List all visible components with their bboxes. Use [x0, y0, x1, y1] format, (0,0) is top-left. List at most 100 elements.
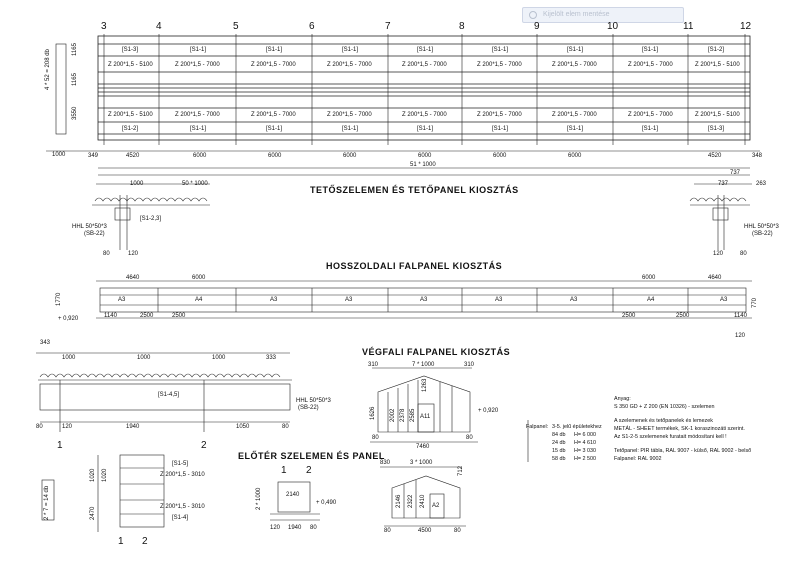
- purlin-tag: [S1-1]: [642, 126, 659, 132]
- section-title: TETŐSZELEMEN ÉS TETŐPANEL KIOSZTÁS: [310, 185, 519, 195]
- purlin-label: Z 200*1,5 - 5100: [108, 112, 153, 118]
- dimension-text: 7 * 1000: [412, 362, 435, 368]
- axis-label: 11: [683, 21, 694, 32]
- purlin-tag: [S1-4,5]: [158, 392, 180, 398]
- dimension-text: 2500: [622, 313, 636, 319]
- dimension-text: 6000: [192, 275, 206, 281]
- purlin-label: Z 200*1,5 - 5100: [108, 62, 153, 68]
- angle-label: (SB-22): [84, 231, 105, 237]
- dimension-text: 1020: [90, 468, 96, 482]
- level-mark: + 0,920: [58, 316, 79, 322]
- note-line: A szelemenek és tetőpanelek és lemezek: [614, 418, 713, 424]
- entry-purlin-plan: [41, 454, 165, 532]
- purlin-tag: [S1-1]: [417, 47, 434, 53]
- dimension-text: 1770: [56, 292, 62, 306]
- dimension-text: 1263: [422, 378, 428, 392]
- purlin-label: Z 200*1,5 - 7000: [175, 62, 220, 68]
- angle-label: HHL 50*50*3: [744, 224, 779, 230]
- dimension-text: 6000: [418, 153, 432, 159]
- note-line: Anyag:: [614, 396, 631, 402]
- end-wall-elevation: [370, 367, 478, 443]
- dimension-text: 80: [384, 528, 391, 534]
- purlin-tag: [S1-1]: [567, 126, 584, 132]
- axis-label: 1: [118, 536, 124, 547]
- dimension-text: 1050: [236, 424, 250, 430]
- purlin-tag: [S1-5]: [172, 461, 189, 467]
- dimension-text: 712: [458, 465, 464, 476]
- panel-label: A3: [420, 297, 428, 303]
- axis-label: 9: [534, 21, 540, 32]
- dimension-text: 333: [266, 355, 277, 361]
- axis-label: 10: [607, 21, 619, 32]
- dimension-text: 4520: [126, 153, 140, 159]
- angle-label: HHL 50*50*3: [296, 398, 331, 404]
- panel-label: A3: [345, 297, 353, 303]
- dimension-text: 80: [740, 251, 747, 257]
- dimension-text: 2 * 7 = 14 db: [44, 485, 50, 520]
- axis-label: 1: [57, 440, 63, 451]
- dimension-text: 80: [282, 424, 289, 430]
- dimension-text: 2500: [676, 313, 690, 319]
- purlin-tag: [S1-1]: [642, 47, 659, 53]
- table-cell: 24 db: [552, 440, 566, 446]
- gable-section: [36, 352, 292, 432]
- note-line: Falpanel: RAL 9002: [614, 456, 662, 462]
- axis-label: 12: [740, 21, 752, 32]
- section-title: VÉGFALI FALPANEL KIOSZTÁS: [362, 347, 511, 357]
- dimension-text: 6000: [568, 153, 582, 159]
- search-bar[interactable]: Kijelölt elem mentése: [522, 7, 684, 23]
- dimension-text: 1000: [137, 355, 151, 361]
- entry-elevation: [380, 466, 466, 527]
- purlin-tag: [S1-2,3]: [140, 216, 162, 222]
- purlin-label: Z 200*1,5 - 7000: [251, 62, 296, 68]
- dimension-text: 1000: [52, 152, 66, 158]
- section-title: ELŐTÉR SZELEMEN ÉS PANEL: [238, 451, 385, 461]
- purlin-label: Z 200*1,5 - 7000: [327, 62, 372, 68]
- axis-label: 4: [156, 21, 162, 32]
- table-cell: H= 4 610: [574, 440, 597, 446]
- dimension-text: 1165: [72, 43, 78, 56]
- dimension-text: 120: [128, 251, 139, 257]
- dimension-text: 1940: [126, 424, 140, 430]
- entry-panel-detail: [270, 481, 320, 521]
- axis-label: 3: [101, 21, 107, 32]
- axis-label: 2: [201, 440, 207, 451]
- axis-label: 1: [281, 465, 287, 476]
- dimension-text: 3550: [72, 106, 78, 120]
- purlin-tag: [S1-1]: [266, 126, 283, 132]
- purlin-tag: [S1-1]: [492, 126, 509, 132]
- dimension-text: 1140: [734, 313, 747, 319]
- axis-label: 5: [233, 21, 239, 32]
- dimension-text: 1020: [102, 468, 108, 482]
- purlin-tag: [S1-2]: [122, 126, 139, 132]
- dimension-text: 80: [466, 435, 473, 441]
- dimension-text: 310: [464, 362, 475, 368]
- purlin-tag: [S1-1]: [342, 47, 359, 53]
- dimension-text: 4640: [708, 275, 722, 281]
- table-cell: H= 6 000: [574, 432, 597, 438]
- dimension-text: 120: [270, 525, 281, 531]
- panel-label: A3: [720, 297, 728, 303]
- dimension-text: 1000: [62, 355, 76, 361]
- dimension-text: 2470: [90, 506, 96, 520]
- dimension-text: 310: [368, 362, 379, 368]
- dimension-text: 4520: [708, 153, 722, 159]
- purlin-tag: [S1-1]: [190, 126, 207, 132]
- note-line: METÁL - SHEET termékek, SK-1 koraszinozá…: [614, 426, 745, 432]
- dimension-text: 2585: [410, 408, 416, 422]
- purlin-tag: [S1-1]: [190, 47, 207, 53]
- table-cell: H= 3 030: [574, 448, 597, 454]
- purlin-label: Z 200*1,5 - 7000: [402, 62, 447, 68]
- dimension-text: 2322: [408, 494, 414, 508]
- axis-label: 7: [385, 21, 391, 32]
- panel-label: A3: [118, 297, 126, 303]
- dimension-text: 3 * 1000: [410, 460, 433, 466]
- dimension-text: 2500: [172, 313, 186, 319]
- dimension-text: 50 * 1000: [182, 181, 208, 187]
- search-icon: [529, 11, 537, 19]
- purlin-tag: [S1-2]: [708, 47, 725, 53]
- purlin-label: Z 200*1,5 - 7000: [552, 112, 597, 118]
- dimension-text: 1000: [212, 355, 226, 361]
- dimension-text: 6000: [493, 153, 507, 159]
- panel-label: A3: [570, 297, 578, 303]
